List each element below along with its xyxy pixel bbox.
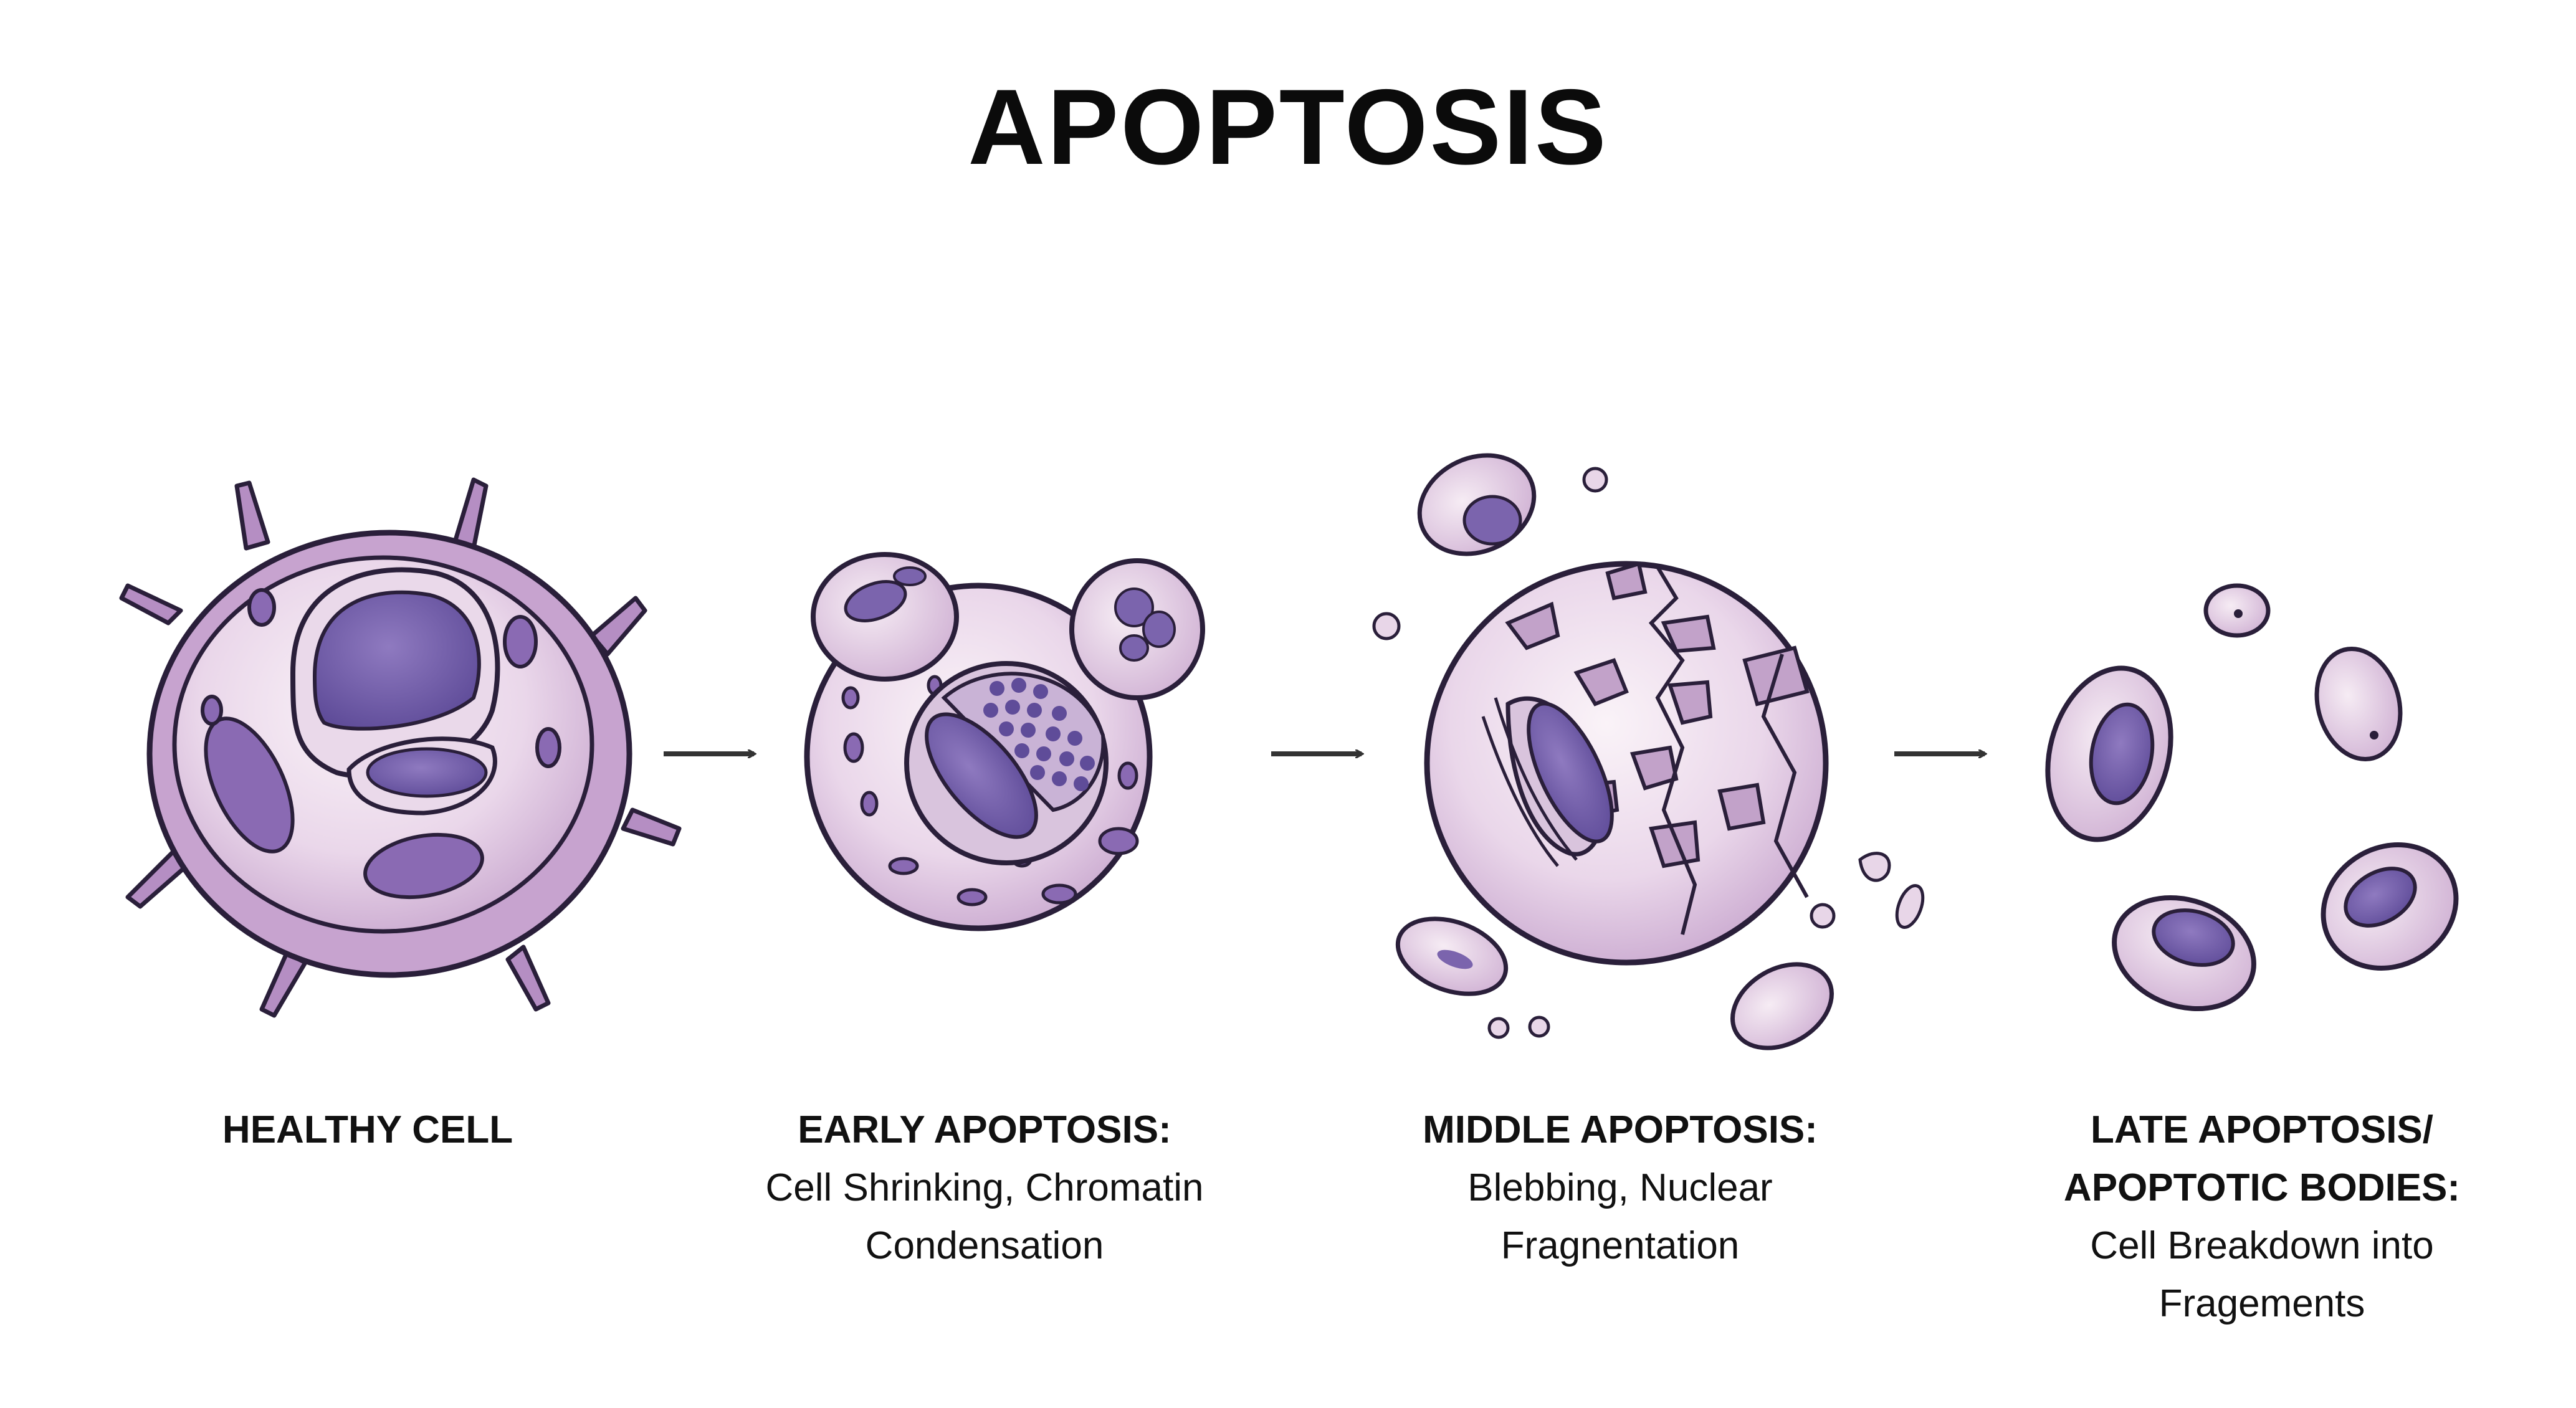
apoptotic-body-4: [2112, 895, 2256, 1012]
late-apoptosis-illustration: [2045, 583, 2459, 1012]
middle-cell-nucleus: [1481, 696, 1614, 867]
middle-cell-body: [1424, 561, 1829, 966]
apoptotic-body-5: [2321, 842, 2459, 971]
stage-description-line: Condensation: [865, 1224, 1104, 1267]
early-cell-nucleus: [904, 661, 1109, 865]
stage-title-line: LATE APOPTOSIS/: [2090, 1108, 2434, 1151]
stage-title-line: APOPTOTIC BODIES:: [2063, 1166, 2461, 1209]
middle-cell-fragments: [1505, 561, 1810, 868]
stage-description-line: Fragements: [2159, 1282, 2365, 1325]
early-cell-blebs: [811, 552, 1205, 700]
healthy-cell-illustration: [119, 477, 682, 1018]
stage-description-line: Blebbing, Nuclear: [1467, 1166, 1773, 1209]
middle-cell-cracks: [1648, 566, 1809, 935]
middle-cell-blebs: [1372, 453, 1925, 1050]
stage-title-line: HEALTHY CELL: [222, 1108, 513, 1151]
label-late-apoptosis: LATE APOPTOSIS/ APOPTOTIC BODIES: Cell B…: [1969, 1101, 2555, 1333]
label-middle-apoptosis: MIDDLE APOPTOSIS: Blebbing, Nuclear Frag…: [1327, 1101, 1913, 1275]
stage-description-line: Fragnentation: [1500, 1224, 1740, 1267]
apoptotic-body-1: [2045, 665, 2173, 842]
healthy-cell-nucleus: [290, 567, 500, 816]
stage-title-line: MIDDLE APOPTOSIS:: [1423, 1108, 1818, 1151]
label-early-apoptosis: EARLY APOPTOSIS: Cell Shrinking, Chromat…: [679, 1101, 1290, 1275]
stage-description-line: Cell Shrinking, Chromatin: [765, 1166, 1204, 1209]
stage-description-line: Cell Breakdown into: [2090, 1224, 2434, 1267]
apoptotic-body-3: [2314, 646, 2403, 762]
early-apoptosis-illustration: [804, 552, 1205, 931]
apoptotic-body-2: [2203, 583, 2271, 638]
healthy-cell-organelles: [201, 588, 561, 900]
middle-apoptosis-illustration: [1372, 453, 1925, 1050]
healthy-cell-projections: [119, 477, 682, 1018]
stage-title-line: EARLY APOPTOSIS:: [798, 1108, 1171, 1151]
label-healthy-cell: HEALTHY CELL: [134, 1101, 601, 1159]
page-title: APOPTOSIS: [968, 67, 1608, 187]
